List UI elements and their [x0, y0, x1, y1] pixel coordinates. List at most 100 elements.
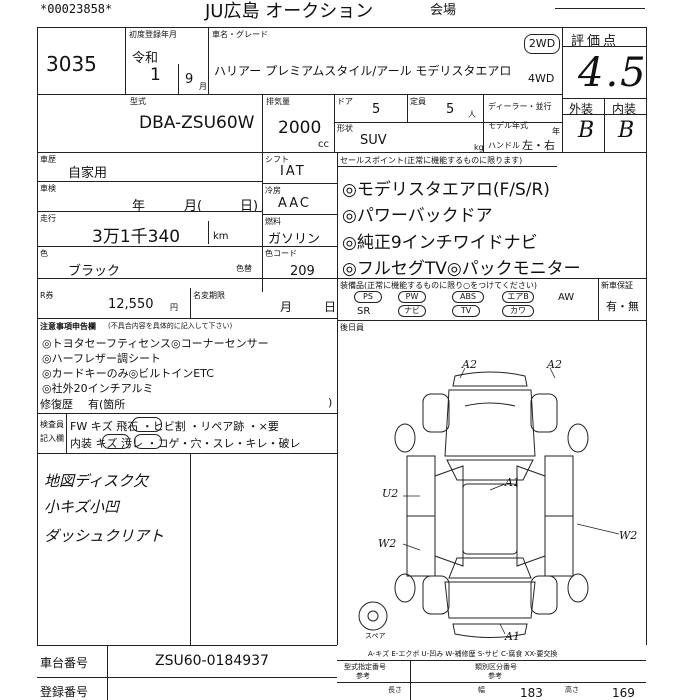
handwritten-note-3: ダッシュクリアト	[44, 527, 165, 545]
auction-name: JU広島 オークション	[205, 1, 374, 22]
mark-u2-left: U2	[382, 487, 399, 500]
model-year-unit: 年	[552, 127, 560, 136]
inspector-label-2: 記入欄	[40, 434, 64, 443]
shift-value: IAT	[280, 164, 306, 179]
inspection-month: 月(	[184, 199, 203, 214]
sales-point-4: ◎フルセグTV◎パックモニター	[342, 259, 581, 279]
displacement-label: 排気量	[266, 97, 290, 106]
mileage-value: 3万1千340	[92, 227, 181, 247]
inspector-circle-3	[134, 434, 162, 449]
interior-label: 内装	[612, 102, 637, 116]
mark-a1-roof: A1	[505, 476, 520, 489]
inspector-circle-2	[102, 434, 130, 449]
recycle-label: R券	[40, 291, 54, 300]
mark-a2-front-left: A2	[462, 358, 477, 371]
equip-pw: PW	[398, 291, 426, 303]
title-change-month: 月	[280, 300, 293, 314]
exterior-grade: B	[578, 118, 595, 143]
doors-label: ドア	[337, 97, 353, 106]
inspector-row-1: FW キズ 飛石 ・ヒビ割 ・リペア跡 ・×要	[70, 420, 279, 433]
use-label: 車歴	[40, 155, 56, 164]
equip-leather: カワ	[502, 305, 534, 317]
top-number: *00023858*	[40, 2, 113, 16]
color-no-label: 色替	[236, 264, 252, 273]
header-tail: 会場	[430, 3, 457, 18]
mark-a2-front-right: A2	[547, 358, 562, 371]
car-damage-diagram	[358, 367, 620, 638]
drive-4wd: 4WD	[528, 72, 555, 85]
color-code-value: 209	[290, 264, 315, 279]
equip-tv: TV	[452, 305, 480, 317]
recycle-value: 12,550	[108, 297, 154, 312]
class-number-label: 類別区分番号	[475, 663, 517, 671]
mileage-unit: km	[213, 231, 229, 242]
equip-sr: SR	[357, 306, 371, 317]
height-label: 高さ	[565, 686, 579, 694]
model-code: DBA-ZSU60W	[139, 113, 255, 133]
registration-year: 1	[150, 65, 161, 85]
inspector-circle-1	[132, 417, 162, 432]
plate-label: 登録番号	[40, 685, 89, 699]
repair-value: 有(箇所	[88, 398, 126, 411]
shift-label: シフト	[265, 155, 289, 164]
equip-airbag: エアB	[502, 291, 534, 303]
title-change-day: 日	[324, 300, 337, 314]
ac-label: 冷房	[265, 186, 281, 195]
new-car-warranty-label: 新車保証	[601, 281, 633, 290]
equip-abs: ABS	[452, 291, 484, 303]
capacity-label: 定員	[410, 97, 426, 106]
width-value: 183	[520, 686, 543, 700]
chassis-label: 車台番号	[40, 656, 89, 670]
note-2: ◎ハーフレザー調シート	[42, 352, 161, 365]
notes-sub-label: (不具合内容を具体的に記入して下さい)	[108, 322, 233, 330]
length-label: 長さ	[388, 686, 402, 694]
use-value: 自家用	[68, 166, 108, 181]
height-value: 169	[612, 686, 635, 700]
repair-label: 修復歴	[40, 398, 73, 411]
dealer-label: ディーラー・並行	[488, 102, 552, 111]
equipment-label: 装備品(正常に機能するものに限り○をつけてください)	[340, 281, 537, 290]
drive-2wd-circled: 2WD	[524, 34, 560, 54]
handle-value: 左・右	[522, 139, 555, 152]
mileage-label: 走行	[40, 214, 56, 223]
note-1: ◎トヨタセーフティセンス◎コーナーセンサー	[42, 337, 269, 350]
handle-label: ハンドル	[488, 141, 520, 150]
registration-label: 初度登録年月	[129, 30, 177, 39]
ac-value: AAC	[278, 196, 311, 211]
shape-value: SUV	[360, 133, 387, 148]
kg-label: kg	[474, 143, 484, 152]
handwritten-note-2: 小キズ小凹	[44, 498, 120, 516]
model-year-label: モデル年式	[488, 121, 528, 130]
inspection-year: 年	[132, 199, 146, 214]
shape-label: 形状	[337, 124, 353, 133]
note-3: ◎カードキーのみ◎ビルトインETC	[42, 367, 214, 380]
inspection-day: 日)	[240, 199, 259, 214]
capacity-unit: 人	[468, 110, 476, 119]
title-change-label: 名変期限	[193, 291, 225, 300]
mark-w2-right: W2	[619, 529, 638, 542]
registration-month: 9	[185, 72, 194, 87]
registration-era: 令和	[132, 51, 159, 66]
class-ref-label: 参考	[488, 672, 502, 680]
width-label: 幅	[478, 686, 485, 694]
inspection-label: 車検	[40, 184, 56, 193]
displacement-value: 2000	[278, 118, 322, 138]
mark-a1-rear: A1	[505, 630, 520, 643]
grade-score: 4.5	[578, 50, 648, 96]
color-code-label: 色コード	[265, 249, 297, 258]
displacement-unit: cc	[318, 139, 329, 150]
registration-month-unit: 月	[199, 82, 207, 91]
type-designation-label: 型式指定番号	[344, 663, 386, 671]
fuel-value: ガソリン	[268, 232, 321, 247]
equip-aw: AW	[558, 292, 575, 303]
notes-label: 注意事項申告欄	[40, 322, 96, 331]
lot-number: 3035	[46, 52, 97, 76]
repair-close: )	[328, 396, 333, 409]
score-label: 評価点	[571, 34, 620, 49]
recycle-unit: 円	[170, 303, 178, 312]
sales-point-1: ◎モデリスタエアロ(F/S/R)	[342, 180, 550, 200]
sales-point-3: ◎純正9インチワイドナビ	[342, 233, 538, 253]
doors-value: 5	[372, 102, 381, 117]
model-label: 型式	[130, 97, 146, 106]
sales-point-2: ◎パワーバックドア	[342, 206, 493, 226]
